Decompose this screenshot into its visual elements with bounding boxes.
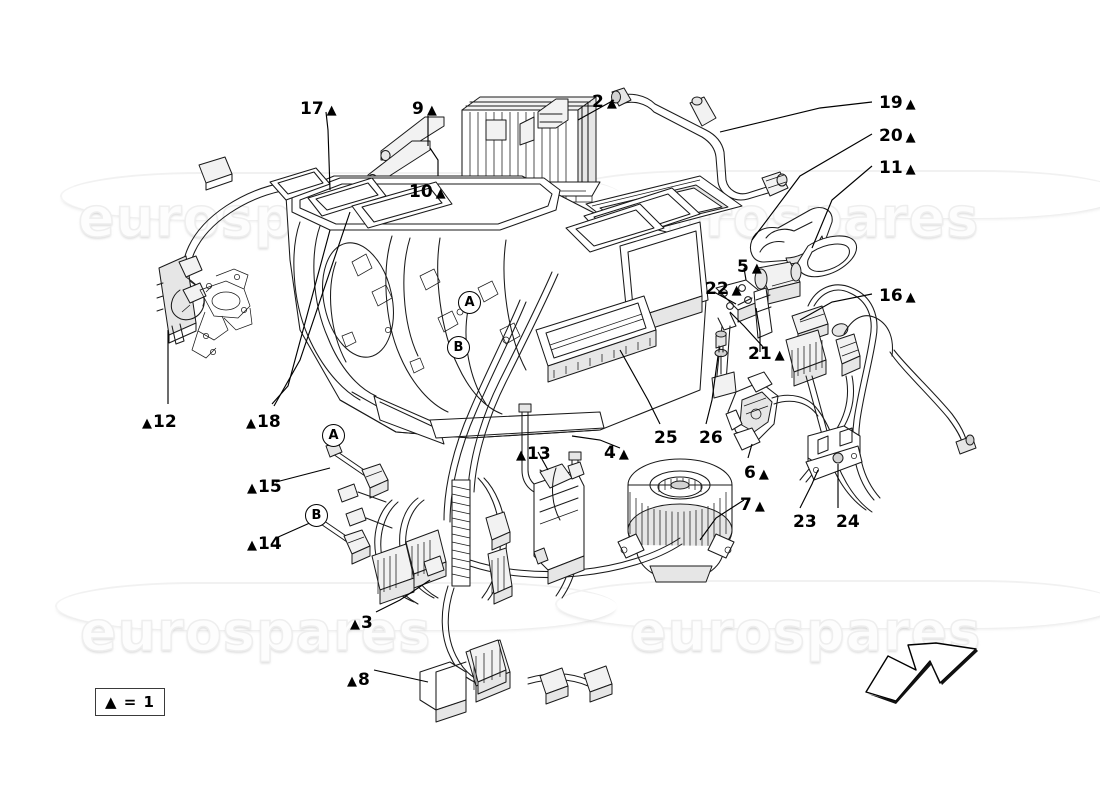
part-11-foam-pad <box>749 207 858 278</box>
callout-5-label: 5 <box>737 257 749 277</box>
part-9-10-pipes <box>367 116 445 185</box>
callout-3-label: 3 <box>361 613 373 633</box>
callout-10-label: 10 <box>409 182 433 202</box>
marker-a-lead[interactable]: A <box>322 424 345 447</box>
part-18-hvac-housing <box>269 167 709 523</box>
callout-4-label: 4 <box>604 443 616 463</box>
callout-21-label: 21 <box>748 344 772 364</box>
callout-6-label: 6 <box>744 463 756 483</box>
callout-9-label: 9 <box>412 99 424 119</box>
triangle-icon: ▲ <box>758 467 769 482</box>
callout-4[interactable]: 4▲ <box>604 445 629 462</box>
callout-7-label: 7 <box>740 495 752 515</box>
marker-b-housing[interactable]: B <box>447 336 470 359</box>
callout-20[interactable]: 20▲ <box>879 128 916 145</box>
triangle-icon: ▲ <box>326 103 337 118</box>
part-8-relay-module <box>419 639 569 723</box>
callout-23[interactable]: 23 <box>793 514 817 531</box>
callout-7[interactable]: 7▲ <box>740 497 765 514</box>
triangle-icon: ▲ <box>905 162 916 177</box>
callout-24-label: 24 <box>836 512 860 532</box>
triangle-icon: ▲ <box>905 97 916 112</box>
callout-14-label: 14 <box>258 534 282 554</box>
marker-a-housing[interactable]: A <box>458 291 481 314</box>
callout-24[interactable]: 24 <box>836 514 860 531</box>
callout-5[interactable]: 5▲ <box>737 259 762 276</box>
callout-25-label: 25 <box>654 428 678 448</box>
callout-3[interactable]: ▲3 <box>350 615 373 632</box>
part-7-blower-fan <box>617 458 735 583</box>
callout-20-label: 20 <box>879 126 903 146</box>
triangle-icon: ▲ <box>350 617 360 632</box>
callout-23-label: 23 <box>793 512 817 532</box>
triangle-icon: ▲ <box>435 186 446 201</box>
legend-box: ▲ = 1 <box>95 688 165 716</box>
callout-11[interactable]: 11▲ <box>879 160 916 177</box>
part-19-heater-hose <box>611 87 789 201</box>
callout-15-label: 15 <box>258 477 282 497</box>
callout-21[interactable]: 21▲ <box>748 346 785 363</box>
callout-8-label: 8 <box>358 670 370 690</box>
callout-19-label: 19 <box>879 93 903 113</box>
callout-18[interactable]: ▲18 <box>246 414 281 431</box>
callout-15[interactable]: ▲15 <box>247 479 282 496</box>
callout-10[interactable]: 10▲ <box>409 184 446 201</box>
callout-13-label: 13 <box>527 444 551 464</box>
triangle-icon: ▲ <box>426 103 437 118</box>
callout-2-label: 2 <box>592 92 604 112</box>
triangle-icon: ▲ <box>516 448 526 463</box>
triangle-icon: ▲ <box>731 283 742 298</box>
part-13-control-unit <box>533 461 585 585</box>
triangle-icon: ▲ <box>751 261 762 276</box>
triangle-icon: ▲ <box>247 538 257 553</box>
callout-11-label: 11 <box>879 158 903 178</box>
callout-14[interactable]: ▲14 <box>247 536 282 553</box>
part-6-blower-resistor <box>725 371 779 451</box>
callout-22[interactable]: 22▲ <box>705 281 742 298</box>
callout-17-label: 17 <box>300 99 324 119</box>
callout-leader-lines <box>167 99 873 683</box>
callout-2[interactable]: 2▲ <box>592 94 617 111</box>
triangle-icon: ▲ <box>347 674 357 689</box>
triangle-icon: ▲ <box>246 416 256 431</box>
callout-17[interactable]: 17▲ <box>300 101 337 118</box>
callout-13[interactable]: ▲13 <box>516 446 551 463</box>
marker-b-lead[interactable]: B <box>305 504 328 527</box>
callout-12[interactable]: ▲12 <box>142 414 177 431</box>
callout-19[interactable]: 19▲ <box>879 95 916 112</box>
callout-18-label: 18 <box>257 412 281 432</box>
callout-26-label: 26 <box>699 428 723 448</box>
triangle-icon: ▲ <box>905 130 916 145</box>
triangle-icon: ▲ <box>774 348 785 363</box>
callout-25[interactable]: 25 <box>654 430 678 447</box>
triangle-icon: ▲ <box>905 290 916 305</box>
callout-12-label: 12 <box>153 412 177 432</box>
part-23-24-mounting-plate <box>805 425 863 481</box>
part-17-control-cable <box>156 156 331 359</box>
callout-9[interactable]: 9▲ <box>412 101 437 118</box>
orientation-arrow <box>865 642 978 704</box>
triangle-icon: ▲ <box>618 447 629 462</box>
callout-8[interactable]: ▲8 <box>347 672 370 689</box>
callout-16-label: 16 <box>879 286 903 306</box>
triangle-icon: ▲ <box>247 481 257 496</box>
callout-16[interactable]: 16▲ <box>879 288 916 305</box>
triangle-icon: ▲ <box>606 96 617 111</box>
callout-6[interactable]: 6▲ <box>744 465 769 482</box>
callout-22-label: 22 <box>705 279 729 299</box>
callout-26[interactable]: 26 <box>699 430 723 447</box>
triangle-icon: ▲ <box>142 416 152 431</box>
part-15-sensor-lead-a <box>325 441 389 499</box>
triangle-icon: ▲ <box>754 499 765 514</box>
